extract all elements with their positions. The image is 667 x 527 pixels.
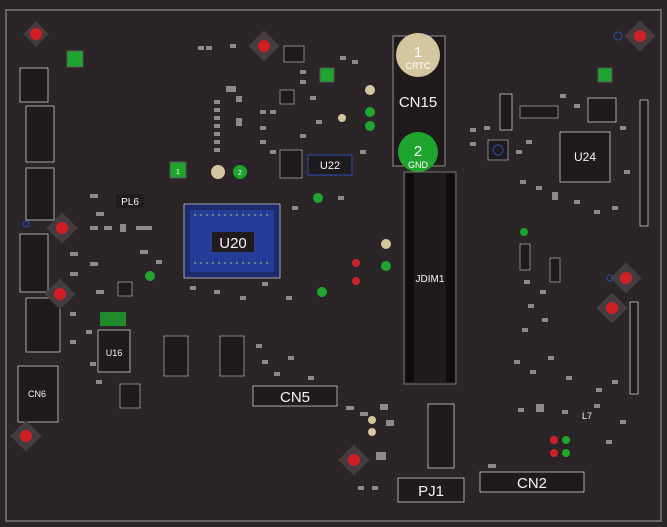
gnd-pad[interactable] xyxy=(398,132,438,172)
pj1-connector[interactable]: PJ1 xyxy=(397,477,465,503)
pl6-inductor[interactable]: PL6 xyxy=(116,194,144,208)
small-components xyxy=(70,44,630,490)
u22-label: U22 xyxy=(320,160,340,172)
cn2-connector[interactable]: CN2 xyxy=(479,471,585,493)
cn5-label: CN5 xyxy=(280,389,310,406)
u16-chip[interactable]: U16 xyxy=(97,329,131,373)
u24-chip[interactable]: U24 xyxy=(559,131,611,183)
blue-pad-markers xyxy=(22,31,623,282)
jdim1-label: JDIM1 xyxy=(416,274,445,285)
u20-chip[interactable]: U20 xyxy=(183,203,281,279)
crtc-pad[interactable] xyxy=(396,33,440,77)
gnd-pad-number: 2 xyxy=(414,143,422,160)
cn6-connector[interactable]: CN6 xyxy=(17,365,59,423)
red-test-pads xyxy=(10,20,656,476)
board-outline xyxy=(5,9,662,522)
ic-clusters xyxy=(117,45,561,409)
crtc-pad-number: 1 xyxy=(414,44,422,61)
pad-label-2: 2 xyxy=(238,170,242,177)
pj1-label: PJ1 xyxy=(418,483,444,500)
beige-pads xyxy=(211,85,391,436)
u22-chip[interactable]: U22 xyxy=(307,154,353,176)
jdim1-slot[interactable]: JDIM1 xyxy=(403,171,457,385)
cn2-label: CN2 xyxy=(517,475,547,492)
left-edge-connectors xyxy=(19,67,649,469)
pad-label-1: 1 xyxy=(176,169,180,176)
cn15-connector[interactable]: 1 CRTC CN15 2 GND xyxy=(392,33,446,172)
cn5-connector[interactable]: CN5 xyxy=(252,385,338,407)
gnd-pad-label: GND xyxy=(408,160,429,170)
l7-label: L7 xyxy=(582,411,592,421)
u20-label: U20 xyxy=(219,235,247,252)
crtc-pad-label: CRTC xyxy=(406,61,431,71)
cn15-label: CN15 xyxy=(399,94,437,111)
u24-label: U24 xyxy=(574,150,596,164)
pl6-label: PL6 xyxy=(121,197,139,208)
green-pads xyxy=(66,50,613,457)
u16-label: U16 xyxy=(106,348,123,358)
cn6-label: CN6 xyxy=(28,389,46,399)
